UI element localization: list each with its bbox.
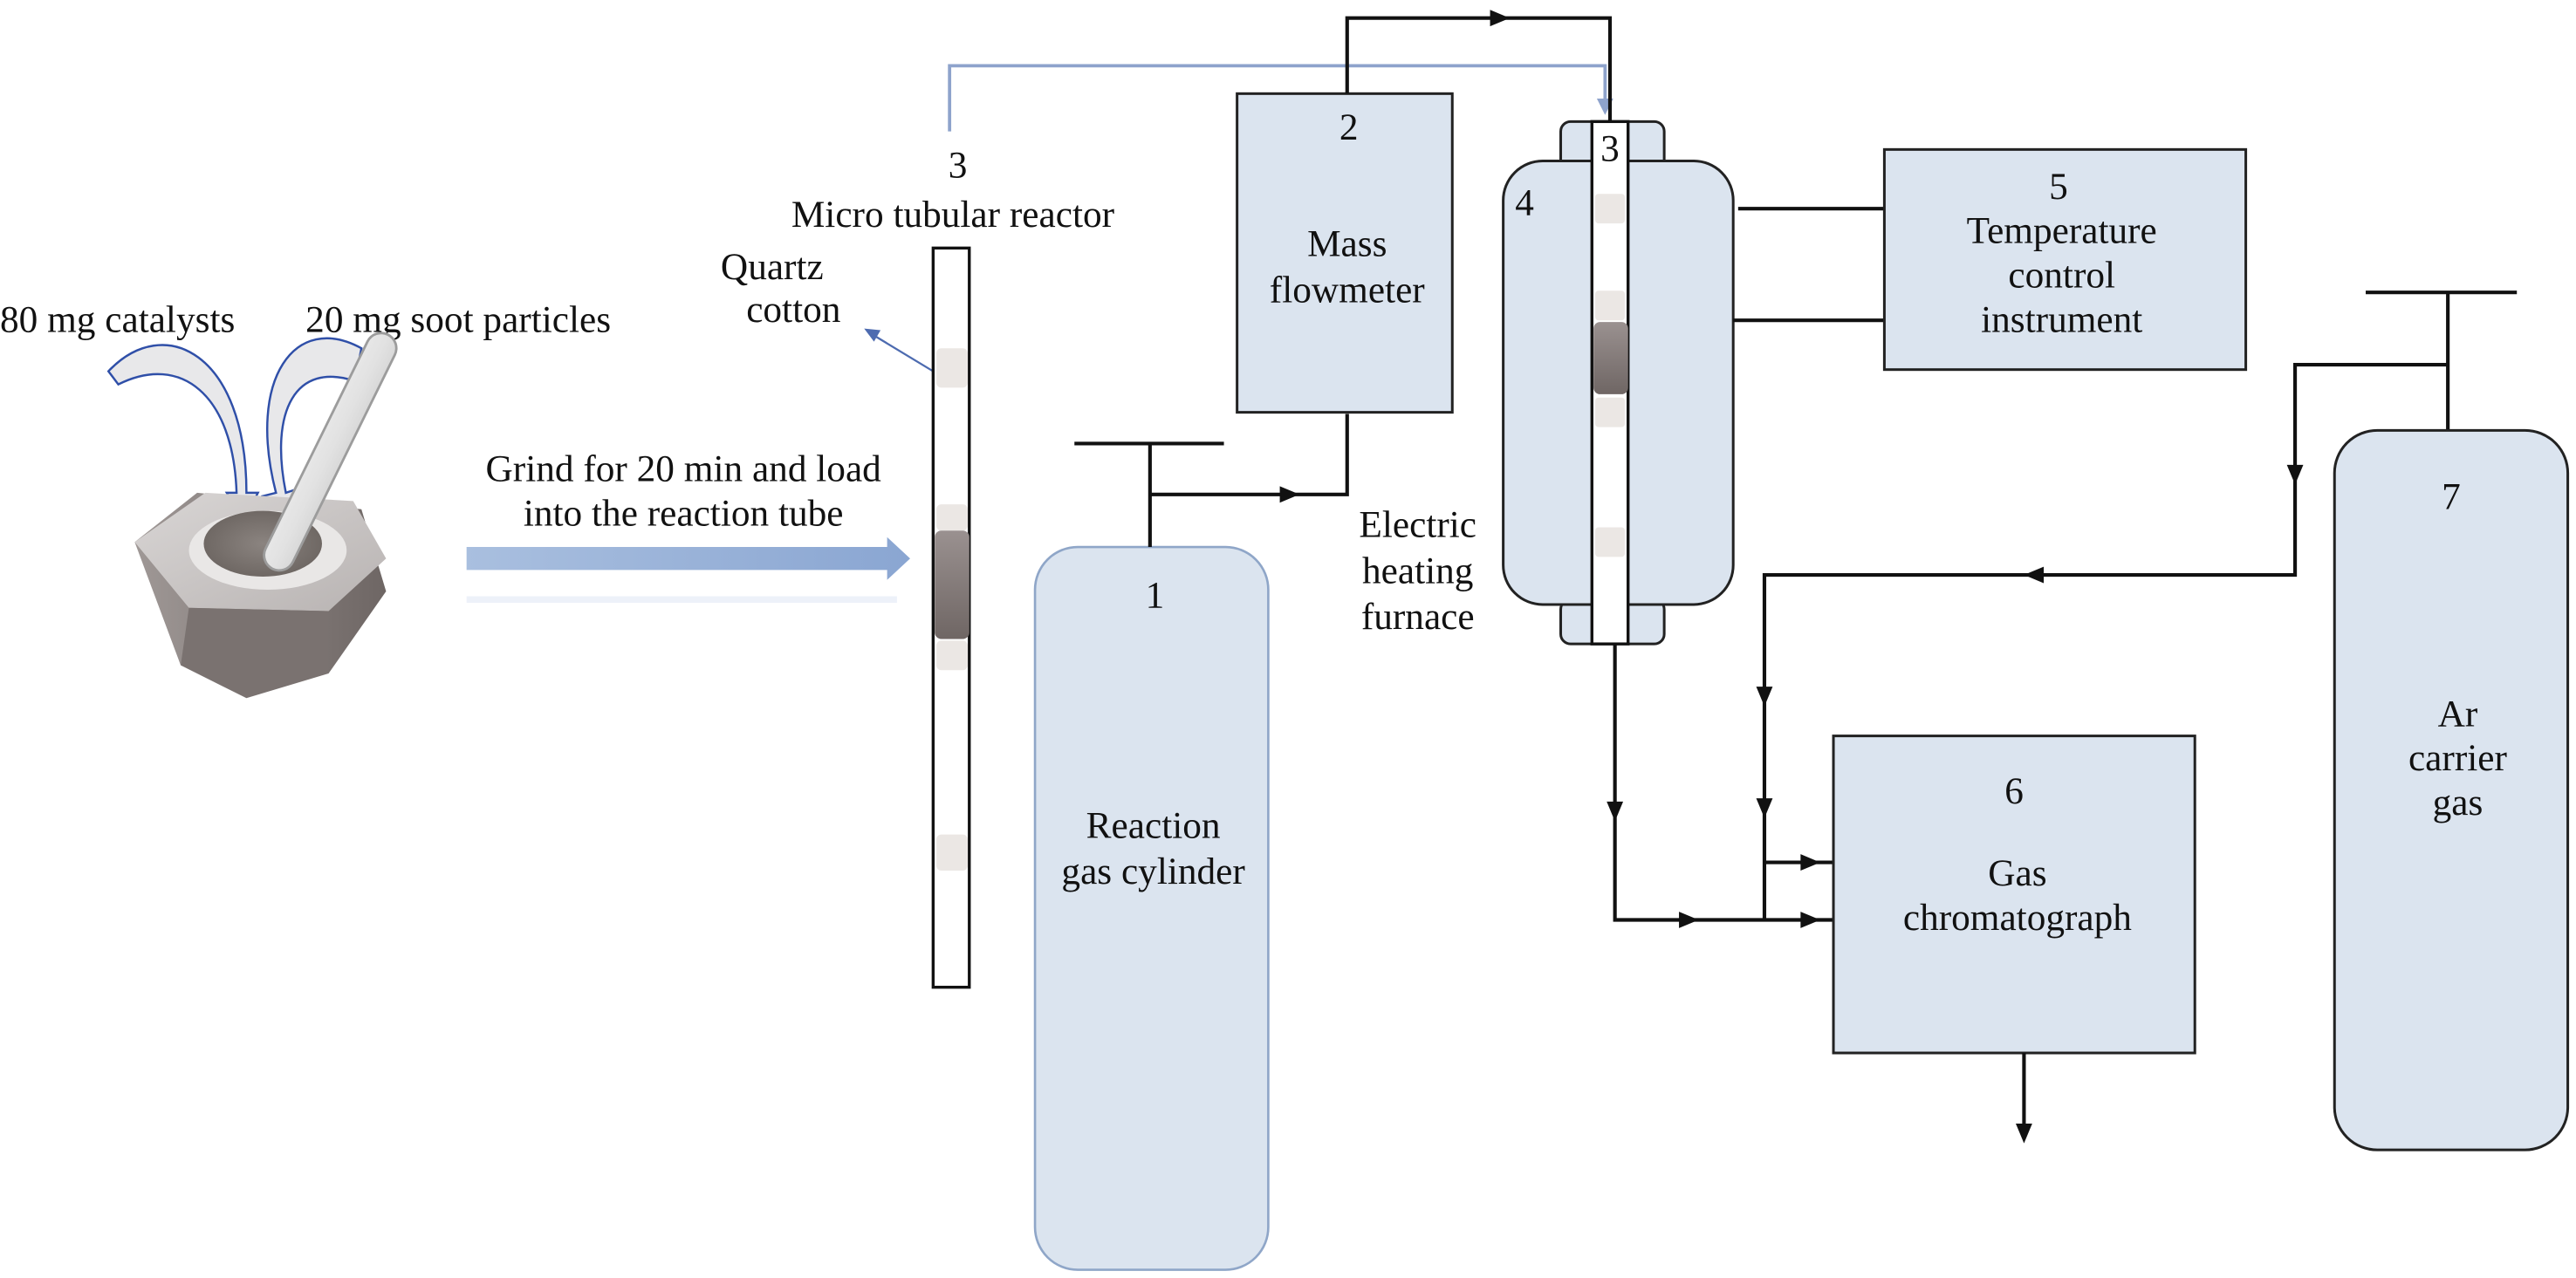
soot-label: 20 mg soot particles: [305, 298, 611, 340]
micro-tubular-reactor: [931, 246, 971, 989]
gc-number: 6: [2004, 770, 2024, 812]
quartz-label-line2: cotton: [746, 289, 840, 331]
pipe-3-to-6: [1607, 644, 1834, 928]
ar-carrier-gas-cylinder: 7 Ar carrier gas: [2333, 428, 2570, 1152]
load-arrow: [466, 536, 910, 604]
gc-label-line1: Gas: [1988, 852, 2046, 894]
furnace-control-wires: [1733, 207, 1885, 323]
cylinder-1-number: 1: [1146, 575, 1165, 617]
flowmeter-label-line1: Mass: [1307, 223, 1387, 265]
temp-control-label-line1: Temperature: [1967, 210, 2157, 252]
temp-control-label-line2: control: [2008, 255, 2115, 297]
furnace-number: 4: [1515, 182, 1534, 224]
pipe-1-to-2: [1149, 413, 1349, 503]
mortar-and-pestle-icon: [134, 331, 398, 699]
grind-label-line1: Grind for 20 min and load: [486, 448, 882, 490]
gc-exhaust: [2016, 1053, 2032, 1144]
quartz-label-line1: Quartz: [721, 246, 824, 288]
reactor-in-furnace: 3: [1590, 120, 1630, 646]
pipe-7-to-6: [1756, 290, 2518, 920]
grind-label-line2: into the reaction tube: [524, 493, 844, 535]
furnace-label-line2: heating: [1362, 550, 1473, 591]
reaction-gas-cylinder: 1 Reaction gas cylinder: [1033, 545, 1270, 1271]
reactor-in-furnace-number: 3: [1600, 128, 1620, 170]
gas-chromatograph: 6 Gas chromatograph: [1832, 735, 2196, 1055]
reactor-number-label: 3: [949, 144, 968, 186]
cylinder-1-label-line1: Reaction: [1086, 804, 1221, 846]
furnace-label-line3: furnace: [1361, 596, 1475, 638]
mass-flowmeter: 2 Mass flowmeter: [1236, 92, 1454, 414]
flowmeter-label-line2: flowmeter: [1270, 269, 1425, 311]
gc-label-line2: chromatograph: [1903, 897, 2132, 939]
temp-control-label-line3: instrument: [1981, 298, 2142, 340]
ar-cylinder-number: 7: [2442, 476, 2461, 518]
ar-cylinder-label-line3: gas: [2433, 782, 2484, 824]
ar-cylinder-label-line2: carrier: [2408, 737, 2508, 779]
flowmeter-number: 2: [1339, 106, 1359, 148]
ar-cylinder-label-line1: Ar: [2438, 693, 2478, 735]
cylinder-1-label-line2: gas cylinder: [1061, 851, 1245, 892]
preparation-section: 80 mg catalysts 20 mg soot particles Gri…: [0, 144, 1115, 989]
furnace-label-line1: Electric: [1359, 504, 1476, 546]
reactor-label: Micro tubular reactor: [791, 194, 1115, 236]
quartz-pointer-line: [870, 332, 934, 372]
temp-control-number: 5: [2049, 166, 2068, 208]
temperature-control-instrument: 5 Temperature control instrument: [1882, 147, 2248, 372]
quartz-pointer-arrowhead: [864, 328, 881, 342]
catalyst-label: 80 mg catalysts: [0, 298, 235, 340]
pipe-2-to-3: [1345, 10, 1613, 124]
